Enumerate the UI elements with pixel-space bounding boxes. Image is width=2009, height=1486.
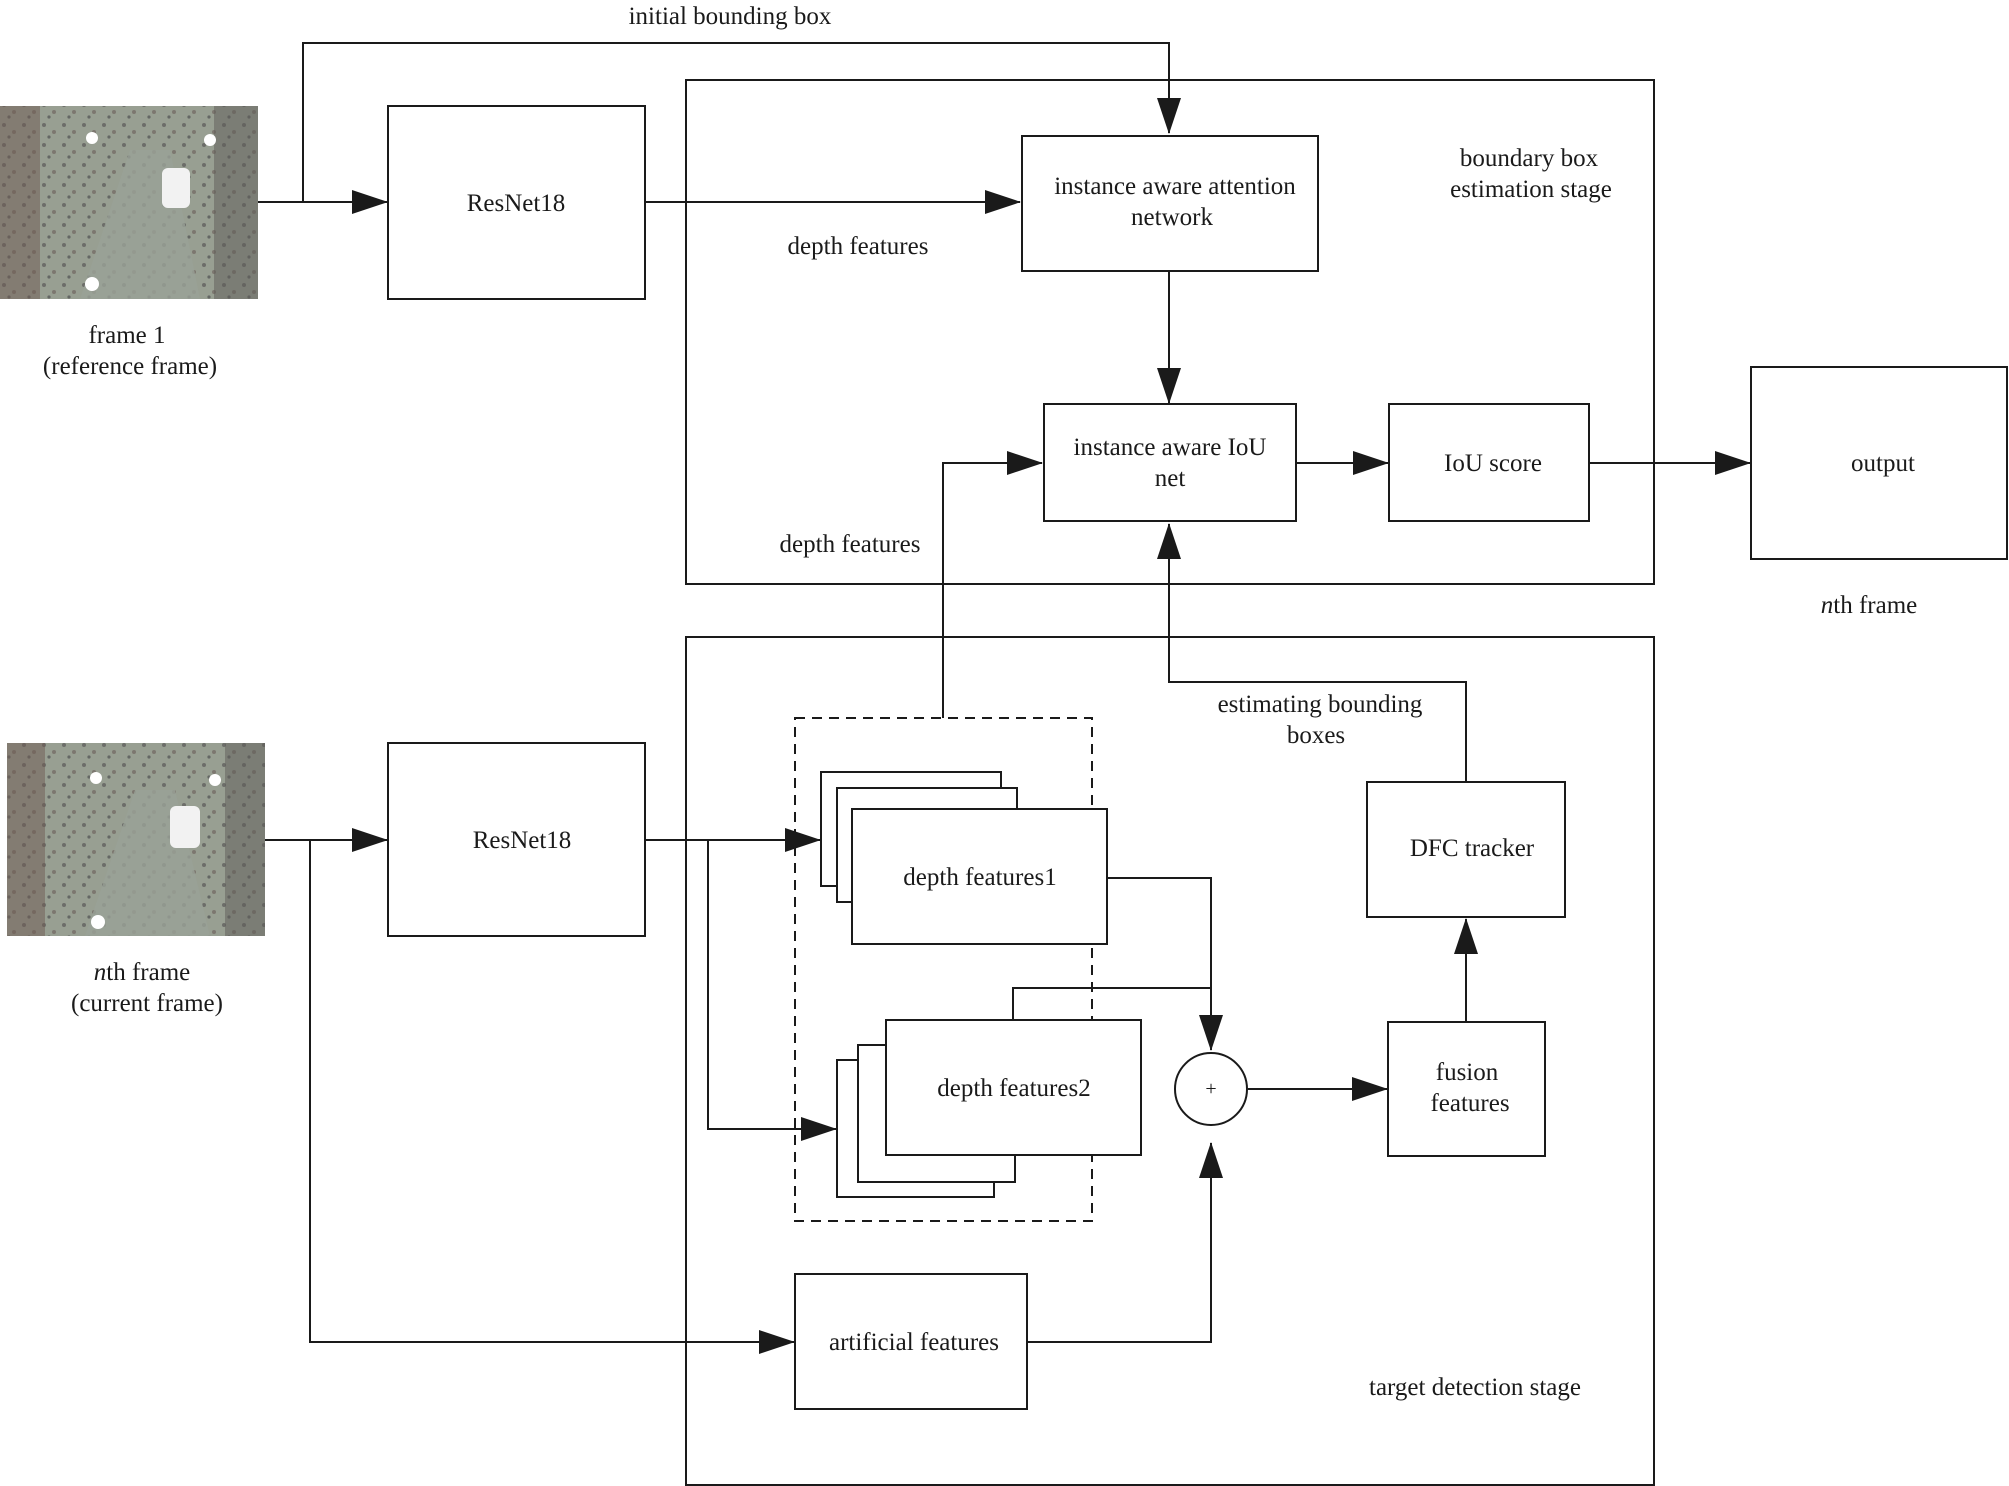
nth-frame-current-label-line2: (current frame) [71, 990, 223, 1017]
artificial-features-box [794, 1273, 1028, 1410]
estimating-boxes-label-line2: boxes [1287, 722, 1345, 749]
depth-features-mid-label: depth features [780, 531, 921, 558]
initial-bbox-connector [302, 42, 1181, 202]
fusion-features-box [1387, 1021, 1546, 1157]
sum-node [1174, 1052, 1248, 1126]
attention-network-box [1021, 135, 1319, 272]
output-box [1750, 366, 2008, 560]
frame1-image [0, 106, 258, 299]
depth-features2-label: depth features2 [937, 1075, 1090, 1102]
boundary-stage-label-line2: estimation stage [1450, 176, 1612, 203]
output-label: output [1851, 450, 1915, 477]
nth-frame-current-label-line1: nth frame [94, 959, 190, 986]
nth-frame-output-label: nth frame [1821, 592, 1917, 619]
nth-frame-to-artificial-connector [309, 840, 795, 1354]
depth-features1-stack [820, 771, 1108, 945]
resnet18-top-box [387, 105, 646, 300]
resnet18-bottom-label: ResNet18 [473, 827, 572, 854]
fusion-features-label-line2: features [1430, 1090, 1509, 1117]
depth-features-to-iou-connector [942, 451, 1043, 718]
resnet18-bottom-box [387, 742, 646, 937]
frame1-label-line2: (reference frame) [43, 353, 217, 380]
depth-features-top-label: depth features [788, 233, 929, 260]
resnet-to-depth2-connector [707, 840, 837, 1141]
frame1-label-line1: frame 1 [88, 322, 165, 349]
dfc-tracker-label: DFC tracker [1410, 835, 1535, 862]
target-stage-label: target detection stage [1369, 1374, 1581, 1401]
attention-network-label-line2: network [1131, 204, 1213, 231]
depth-features2-stack [836, 1019, 1142, 1198]
iou-net-label-line2: net [1155, 465, 1186, 492]
dfc-to-iou-connector [1157, 523, 1467, 782]
boundary-stage-label-line1: boundary box [1460, 145, 1599, 172]
artificial-to-sum-connector [1027, 1142, 1223, 1343]
initial-bounding-box-label: initial bounding box [629, 3, 832, 30]
iou-score-box [1388, 403, 1590, 522]
depth-features-group-dashed [794, 717, 1093, 1222]
depth1-to-sum-connector [1107, 877, 1223, 1051]
iou-net-label-line1: instance aware IoU [1074, 434, 1267, 461]
dfc-tracker-box [1366, 781, 1566, 918]
artificial-features-label: artificial features [829, 1329, 999, 1356]
attention-network-label-line1: instance aware attention [1054, 173, 1296, 200]
iou-score-label: IoU score [1444, 450, 1542, 477]
iou-net-box [1043, 403, 1297, 522]
depth2-to-sum-connector [1012, 987, 1211, 1020]
estimating-boxes-label-line1: estimating bounding [1218, 691, 1423, 718]
sum-plus-label: + [1205, 1078, 1216, 1100]
depth-features1-label: depth features1 [903, 864, 1056, 891]
resnet18-top-label: ResNet18 [467, 190, 566, 217]
nth-frame-image [7, 743, 265, 936]
fusion-features-label-line1: fusion [1436, 1059, 1499, 1086]
